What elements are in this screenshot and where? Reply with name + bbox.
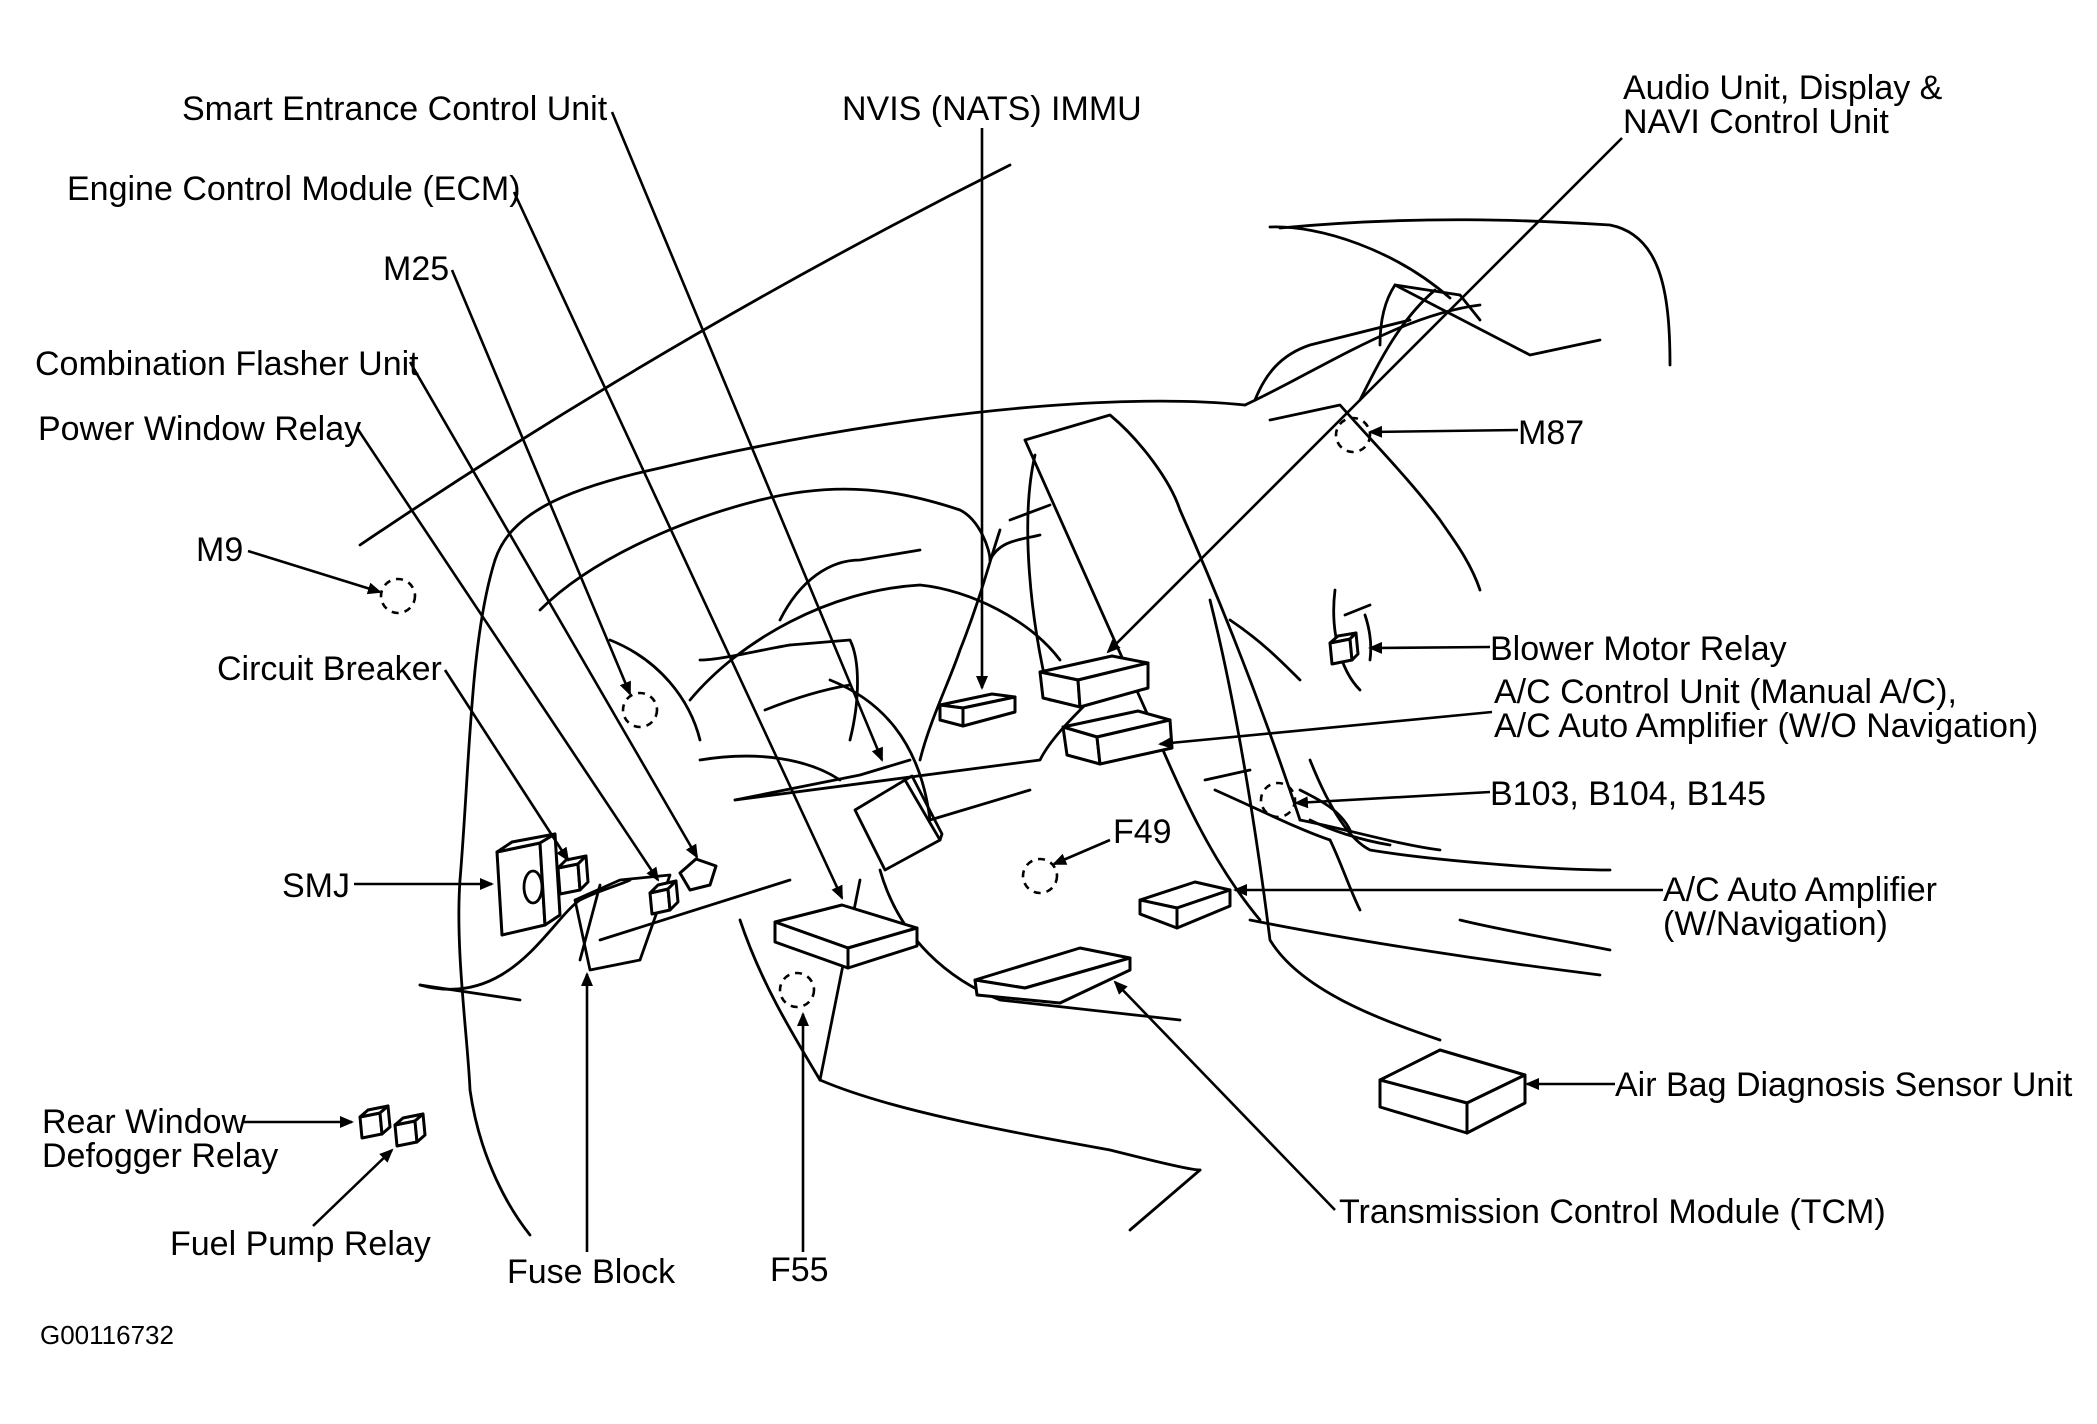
f55-connector-circle bbox=[778, 971, 816, 1009]
f49-connector-circle bbox=[1021, 857, 1059, 895]
label-m87: M87 bbox=[1518, 414, 1584, 452]
label-ac-control-unit-line2: A/C Auto Amplifier (W/O Navigation) bbox=[1494, 707, 2038, 745]
leader-lines bbox=[242, 111, 1663, 1252]
tcm-box bbox=[973, 946, 1132, 1005]
ac-control-unit-box bbox=[1061, 709, 1174, 766]
b103-connector-circle bbox=[1259, 781, 1297, 819]
label-m9: M9 bbox=[196, 531, 243, 569]
m87-connector-circle bbox=[1334, 416, 1372, 454]
label-engine-control-module: Engine Control Module (ECM) bbox=[67, 170, 521, 208]
label-f55: F55 bbox=[770, 1251, 829, 1289]
label-fuel-pump-relay: Fuel Pump Relay bbox=[170, 1225, 431, 1263]
label-rear-window-defogger-line1: Rear Window bbox=[42, 1103, 247, 1141]
m9-connector-circle bbox=[379, 577, 417, 615]
label-fuse-block: Fuse Block bbox=[507, 1253, 676, 1291]
label-circuit-breaker: Circuit Breaker bbox=[217, 650, 442, 688]
fuse-block bbox=[573, 873, 672, 972]
figure-code: G00116732 bbox=[40, 1320, 174, 1350]
label-audio-unit-line2: NAVI Control Unit bbox=[1623, 103, 1889, 141]
label-nvis-nats-immu: NVIS (NATS) IMMU bbox=[842, 90, 1142, 128]
rear-defogger-and-fuel-pump-relays bbox=[358, 1104, 427, 1148]
label-power-window-relay: Power Window Relay bbox=[38, 410, 361, 448]
m25-connector-circle bbox=[621, 691, 659, 729]
blower-motor-relay bbox=[1328, 613, 1373, 666]
label-ac-auto-amplifier-line1: A/C Auto Amplifier bbox=[1663, 871, 1937, 909]
combination-flasher-unit bbox=[678, 857, 718, 892]
label-blower-motor-relay: Blower Motor Relay bbox=[1490, 630, 1787, 668]
nvis-immu-box bbox=[938, 692, 1017, 728]
power-window-relay bbox=[648, 879, 680, 916]
label-transmission-control-module: Transmission Control Module (TCM) bbox=[1339, 1193, 1886, 1231]
text-labels: Smart Entrance Control Unit NVIS (NATS) … bbox=[35, 69, 2073, 1350]
airbag-diagnosis-sensor-box bbox=[1378, 1048, 1527, 1135]
label-combination-flasher-unit: Combination Flasher Unit bbox=[35, 345, 419, 383]
label-m25: M25 bbox=[383, 250, 449, 288]
label-rear-window-defogger-line2: Defogger Relay bbox=[42, 1137, 278, 1175]
audio-unit-box bbox=[1038, 654, 1150, 709]
smart-entrance-control-unit bbox=[853, 774, 944, 872]
label-air-bag-diagnosis-sensor-unit: Air Bag Diagnosis Sensor Unit bbox=[1615, 1066, 2073, 1104]
smj-connector bbox=[495, 832, 562, 937]
component-parts bbox=[358, 613, 1527, 1148]
label-smj: SMJ bbox=[282, 867, 350, 905]
label-ac-auto-amplifier-line2: (W/Navigation) bbox=[1663, 905, 1888, 943]
label-audio-unit-line1: Audio Unit, Display & bbox=[1623, 69, 1943, 107]
circuit-breaker bbox=[556, 854, 590, 896]
label-b103-b104-b145: B103, B104, B145 bbox=[1490, 775, 1766, 813]
ac-auto-amplifier-nav-box bbox=[1138, 880, 1232, 930]
ecm-box bbox=[773, 903, 919, 970]
label-smart-entrance-control-unit: Smart Entrance Control Unit bbox=[182, 90, 608, 128]
label-f49: F49 bbox=[1113, 813, 1172, 851]
connector-circles bbox=[379, 416, 1372, 1009]
label-ac-control-unit-line1: A/C Control Unit (Manual A/C), bbox=[1494, 673, 1957, 711]
